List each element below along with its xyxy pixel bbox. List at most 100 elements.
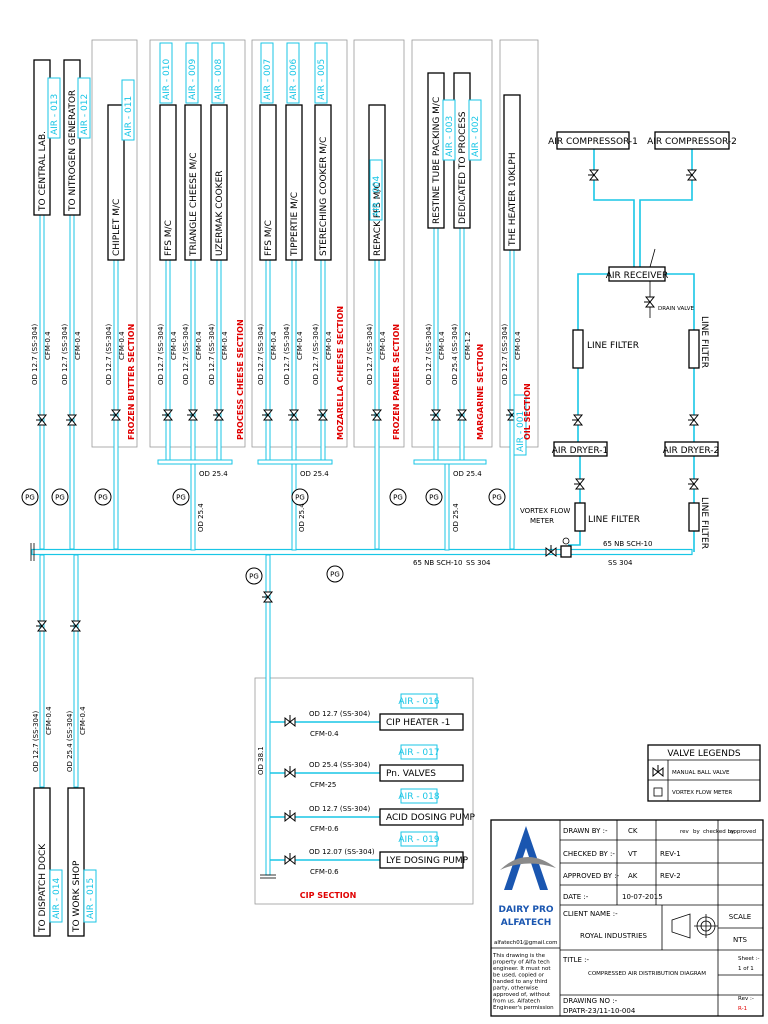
bottom-branch-2-cfm: CFM-0.4 [79,706,87,735]
branch-9-cfm: CFM-0.4 [325,331,333,360]
section-frame-5 [411,39,493,448]
date-label: DATE :- [563,893,589,901]
branch-1-cfm: CFM-0.4 [44,331,52,360]
branch-1-destination-label: TO CENTRAL LAB. [38,131,48,212]
drawing-note-line: be used, copied or [493,973,545,979]
section-name-3: MOZARELLA CHEESE SECTION [336,306,345,440]
cip-main-od: OD 38.1 [257,746,265,775]
cip-line-3-tag-label: AIR - 018 [398,792,439,802]
branch-11-cfm: CFM-0.4 [438,331,446,360]
legend-valve-icon [652,765,664,778]
pressure-gauge-label: PG [492,494,502,502]
branch-5-destination-box [184,104,202,261]
filter-3-outlet [568,531,581,546]
branch-2-cfm: CFM-0.4 [74,331,82,360]
branch-12-ball-valve-icon [456,409,468,421]
checked-by-label: CHECKED BY :- [563,850,615,858]
tag-2-box [77,77,91,139]
air-dryer-1-label: AIR DRYER-1 [552,446,609,456]
pressure-gauge-dial [326,565,344,583]
cip-line-1-cfm: CFM-0.4 [310,730,339,738]
tag-10-label: AIR - 004 [372,176,382,217]
tag-6-label: AIR - 008 [214,59,224,100]
pressure-gauge-icon [291,488,309,506]
header-valve-icon [545,545,557,558]
branch-3-size: OD 12.7 (SS-304) [105,324,113,385]
line-filter-4-box [688,502,700,532]
cip-line-1-tag-label: AIR - 016 [398,697,439,707]
tag-6-box [211,42,225,104]
sub-header-2-od: OD 25.4 [300,470,329,478]
drawing-note-line: handed to any third [493,979,547,985]
branch-7-destination-label: FFS M/C [264,220,274,256]
branch-7-ball-valve-icon [262,409,274,421]
branch-11-destination-label: RESTINE TUBE PACKING M/C [432,97,442,224]
branch-5-size: OD 12.7 (SS-304) [182,324,190,385]
branch-8-destination-box [285,104,303,261]
compressor-1-valve-icon [588,169,600,181]
date-value: 10-07-2015 [622,893,663,901]
rev-hdr-approved: approved [730,829,756,835]
cip-line-2-tag-label: AIR - 017 [398,748,439,758]
vortex-flow-meter-icon [562,537,570,545]
air-dryer-2-box [664,441,719,457]
line-filter-1-label: LINE FILTER [587,341,639,351]
compressor-2-box [654,131,730,150]
branch-5-destination-label: TRIANGLE CHEESE M/C [189,152,199,257]
section-name-6: OIL SECTION [523,383,532,440]
branch-5-ball-valve-icon [187,409,199,421]
logo-swoosh [500,856,556,870]
pressure-gauge-dial [51,488,69,506]
dryer-1-feed [577,273,609,330]
drawing-no-value: DPATR-23/11-10-004 [563,1007,636,1015]
tag-12-label: AIR - 002 [471,116,481,157]
branch-4-destination-label: FFS M/C [164,220,174,256]
branch-3-pipe [113,259,119,550]
cip-section-frame [254,677,474,905]
compressor-1-label: AIR COMPRESSOR-1 [548,137,638,147]
company-name-2: ALFATECH [501,918,552,928]
sub-header-1-od: OD 25.4 [199,470,228,478]
branch-9-pipe [320,259,326,463]
branch-7-size: OD 12.7 (SS-304) [257,324,265,385]
sub-header-2-pipe [257,459,333,465]
branch-4-pipe [165,259,171,463]
bottom-branch-1-destination-label: TO DISPATCH DOCK [38,843,48,933]
bottom-branch-1-destination-box [33,787,51,937]
cip-line-4-tag-box [400,831,438,847]
branch-4-ball-valve-icon [162,409,174,421]
bottom-branch-2-tag-box [83,869,97,923]
branch-6-destination-label: UZERMAK COOKER [215,170,225,256]
pressure-gauge-label: PG [55,494,65,502]
pressure-gauge-icon [51,488,69,506]
pressure-gauge-dial [172,488,190,506]
tag-5-box [185,42,199,104]
branch-12-cfm: CFM-1.2 [464,331,472,360]
branch-5-pipe [190,259,196,463]
branch-od-2: OD 25.4 [298,503,306,532]
branch-8-ball-valve-icon [288,409,300,421]
pressure-gauge-dial [245,567,263,585]
pressure-gauge-icon [245,567,263,585]
scale-label: SCALE [729,913,751,921]
checked-by-value: VT [628,850,638,858]
legend-item-1: MANUAL BALL VALVE [672,770,730,776]
branch-13-destination-box [503,94,521,251]
branch-6-cfm: CFM-0.4 [221,331,229,360]
cip-line-1-valve-icon [284,715,296,728]
branch-2-size: OD 12.7 (SS-304) [61,324,69,385]
branch-6-pipe [216,259,222,463]
branch-2-destination-label: TO NITROGEN GENERATOR [68,90,78,212]
pressure-gauge-icon [389,488,407,506]
compressor-2-pipe [639,149,693,267]
branch-10-size: OD 12.7 (SS-304) [366,324,374,385]
tag-9-box [314,42,328,104]
cip-main-valve-icon [262,591,274,603]
bottom-branch-1-cfm: CFM-0.4 [45,706,53,735]
sub-header-3-pipe [413,459,487,465]
cip-line-2-tag-box [400,744,438,760]
branch-7-pipe [265,259,271,463]
branch-8-destination-label: TIPPERTIE M/C [290,192,300,257]
